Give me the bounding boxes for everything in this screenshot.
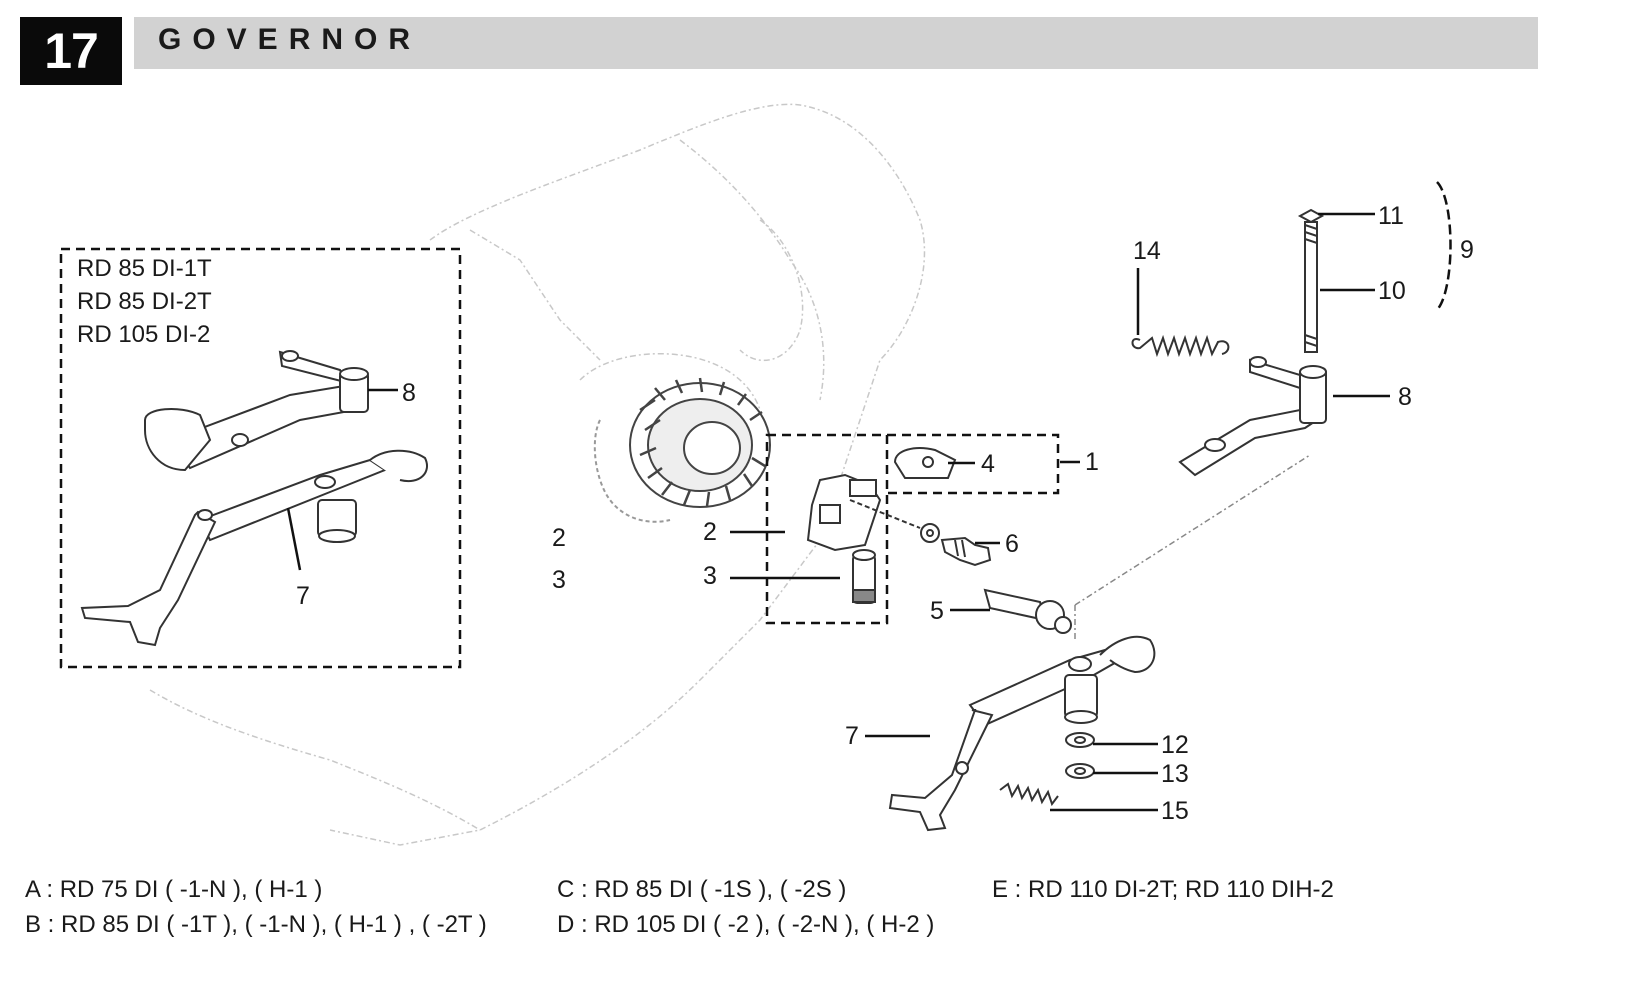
governor-weight-assembly [806,473,921,552]
legend-entry-b: B : RD 85 DI ( -1T ), ( -1-N ), ( H-1 ) … [25,911,487,938]
inset-lever-7 [80,449,428,647]
callout-13: 13 [1161,760,1189,788]
washers-12-13 [1065,732,1095,779]
governor-pin [852,549,876,604]
inset-callout-8: 8 [402,379,416,407]
callout-12: 12 [1161,731,1189,759]
governor-group-box [765,433,889,625]
callout-2: 2 [703,518,717,546]
callout-10: 10 [1378,277,1406,305]
engine-block-outline [149,103,926,846]
governor-lever-7 [888,635,1156,832]
timing-gear-illustration [593,377,771,523]
section-number-badge: 17 [20,17,122,85]
inset-model-3: RD 105 DI-2 [77,321,210,348]
legend-entry-e: E : RD 110 DI-2T; RD 110 DIH-2 [992,876,1334,903]
legend-entry-d: D : RD 105 DI ( -2 ), ( -2-N ), ( H-2 ) [557,911,935,938]
inset-model-2: RD 85 DI-2T [77,288,212,315]
inset-callout-7: 7 [296,582,310,610]
sleeve-part-4 [893,447,957,479]
callout-11: 11 [1378,202,1404,230]
spring-14 [1131,334,1230,358]
callout-8: 8 [1398,383,1412,411]
governor-group-box-extension [887,433,1060,495]
bracket-9 [1436,181,1452,311]
callout-5: 5 [930,597,944,625]
callout-3: 3 [703,562,717,590]
inset-lever-8 [144,350,369,472]
callout-4: 4 [981,450,995,478]
callout-1: 1 [1085,448,1099,476]
callout-15: 15 [1161,797,1189,825]
callout-2-left: 2 [552,524,566,552]
variant-inset-box [59,247,462,669]
washer-and-bolt [920,523,992,567]
assembly-dashed-line [1074,454,1311,606]
shaft-part-5 [983,588,1072,634]
inset-model-1: RD 85 DI-1T [77,255,212,282]
spring-15 [999,782,1059,807]
legend-entry-a: A : RD 75 DI ( -1-N ), ( H-1 ) [25,876,323,903]
callout-14: 14 [1133,237,1161,265]
callout-3-left: 3 [552,566,566,594]
rod-10 [1297,208,1325,353]
callout-9: 9 [1460,236,1474,264]
speed-control-lever-8 [1178,356,1327,477]
callout-7: 7 [845,722,859,750]
leader-lines [286,212,1390,812]
legend-entry-c: C : RD 85 DI ( -1S ), ( -2S ) [557,876,847,903]
page-title: GOVERNOR [158,23,422,56]
callout-6: 6 [1005,530,1019,558]
title-bar: GOVERNOR [134,17,1538,69]
